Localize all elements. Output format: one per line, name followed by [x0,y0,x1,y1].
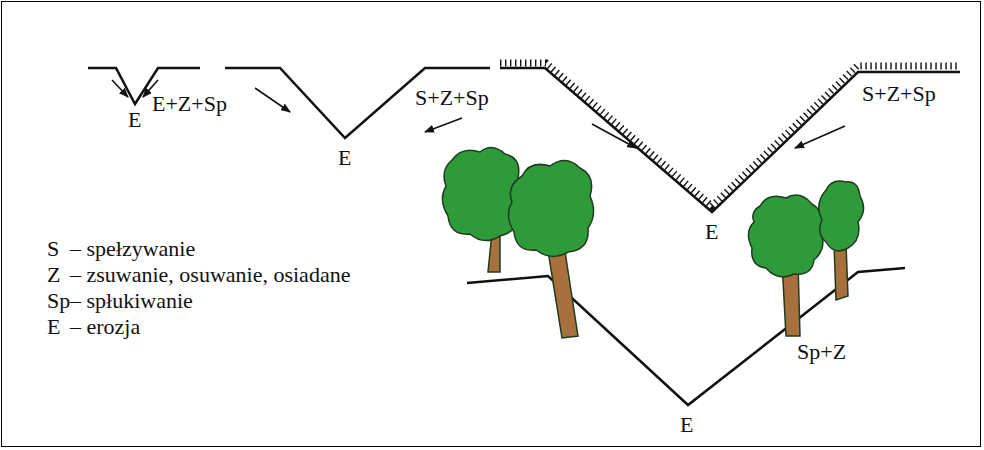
tree-crown [819,181,864,251]
flow-arrow [592,124,636,148]
legend-key: Z [47,263,60,287]
tree-trunk [834,244,848,300]
process-symbol: E [338,146,351,170]
legend-key: S [47,237,59,261]
tree-crown [748,195,822,277]
tree-crown [508,160,593,256]
process-combination: S+Z+Sp [415,86,489,110]
legend-text: – spełzywanie [70,237,195,261]
flow-arrow [112,80,128,97]
process-combination: S+Z+Sp [862,82,936,106]
legend-key: Sp [47,289,70,313]
legend-key: E [47,315,60,339]
process-symbol: E [680,413,693,437]
legend-text: – spłukiwanie [70,289,193,313]
process-symbol: E [128,108,141,132]
process-combination: E+Z+Sp [152,92,227,116]
legend-text: – erozja [70,315,140,339]
flow-arrow [255,88,290,112]
process-combination: Sp+Z [797,340,846,364]
process-symbol: E [705,220,718,244]
legend-text: – zsuwanie, osuwanie, osiadane [70,263,350,287]
valley-profile [225,68,490,138]
flow-arrow [425,118,462,132]
flow-arrow [795,126,845,148]
